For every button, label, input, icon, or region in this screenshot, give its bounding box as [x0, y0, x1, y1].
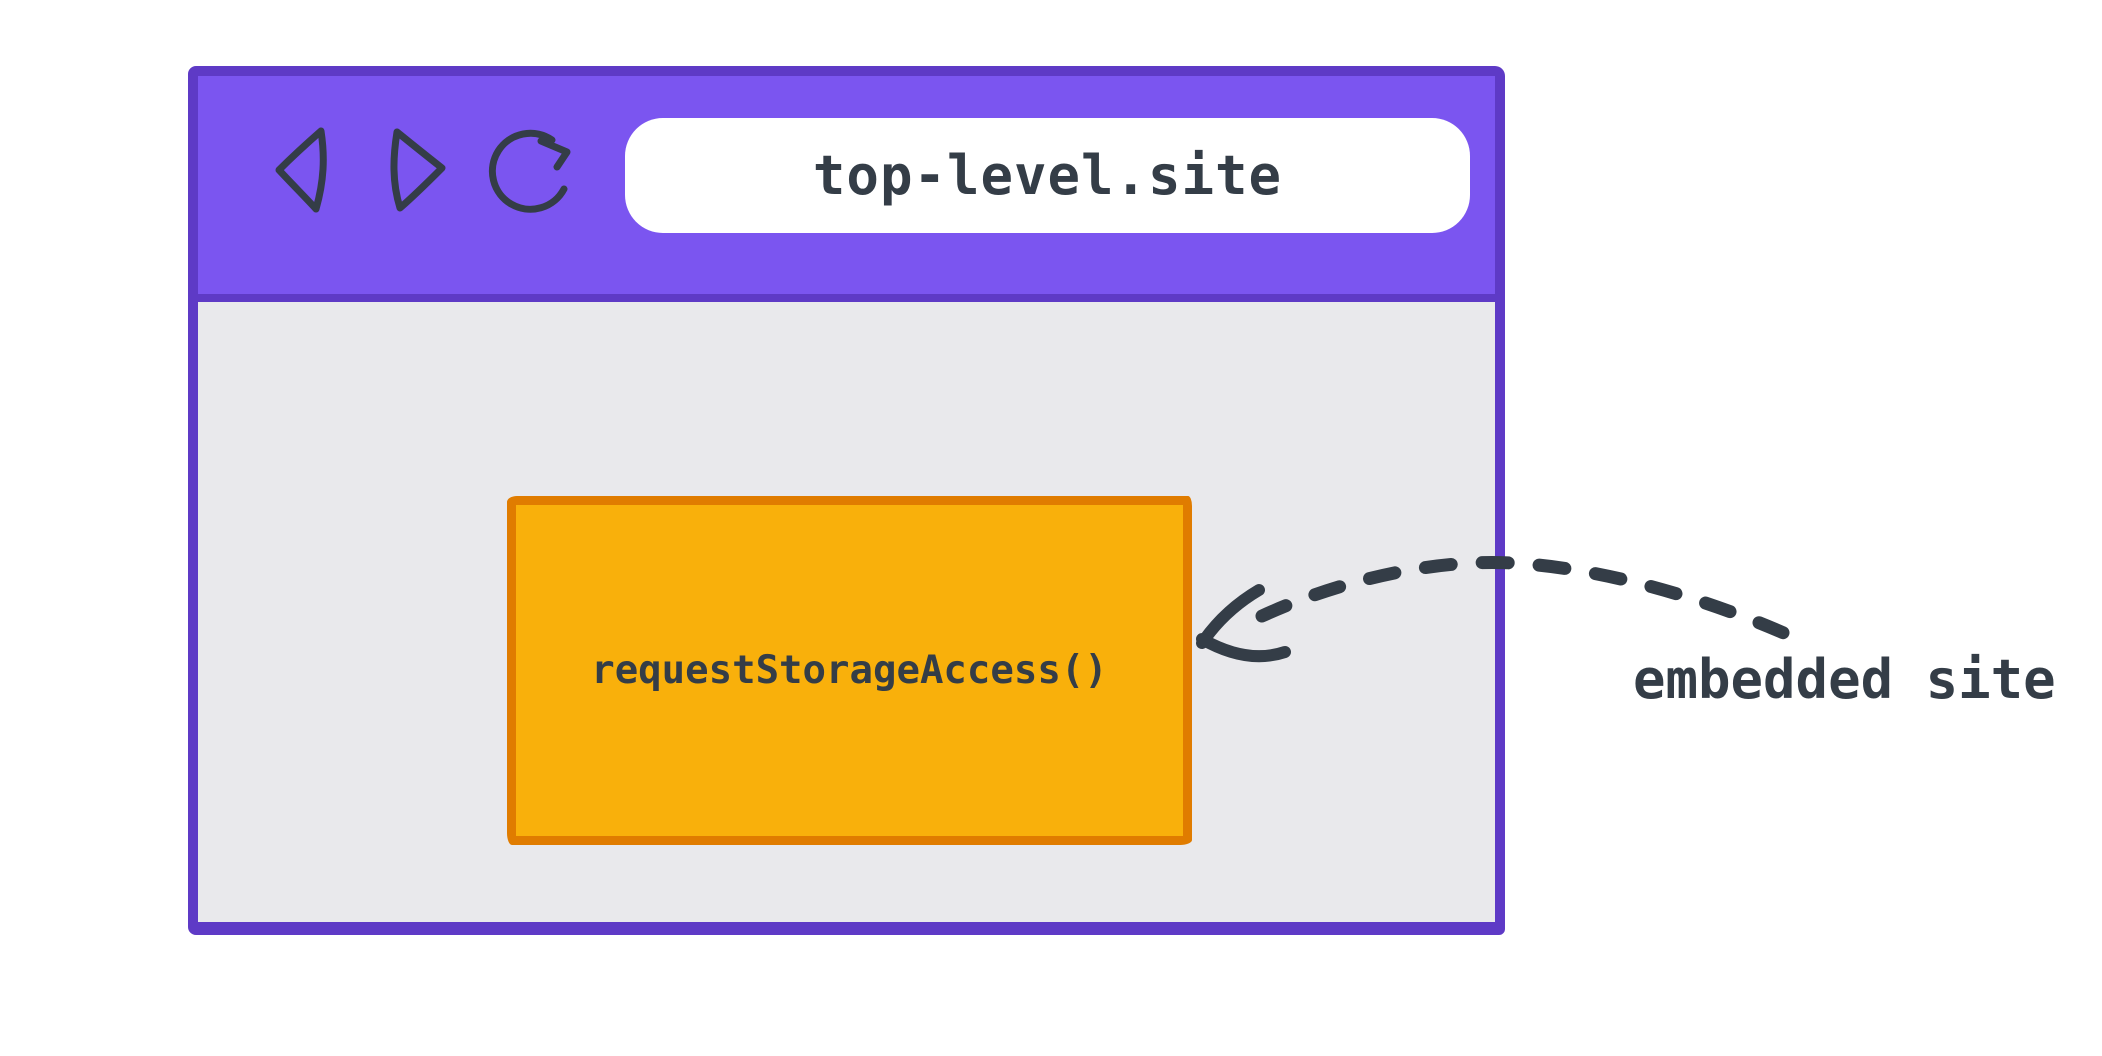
embedded-frame-label: requestStorageAccess() — [591, 648, 1108, 693]
address-bar: top-level.site — [625, 118, 1470, 233]
embedded-frame: requestStorageAccess() — [507, 496, 1192, 845]
browser-toolbar: top-level.site — [198, 76, 1495, 302]
forward-icon — [388, 128, 446, 212]
reload-icon — [488, 126, 580, 216]
back-icon — [275, 126, 333, 214]
annotation-label: embedded site — [1633, 648, 2056, 711]
dashed-arrow-icon — [1196, 556, 1793, 663]
address-bar-url: top-level.site — [812, 144, 1283, 207]
browser-window: top-level.site requestStorageAccess() — [188, 66, 1505, 935]
browser-viewport: requestStorageAccess() — [198, 302, 1495, 922]
